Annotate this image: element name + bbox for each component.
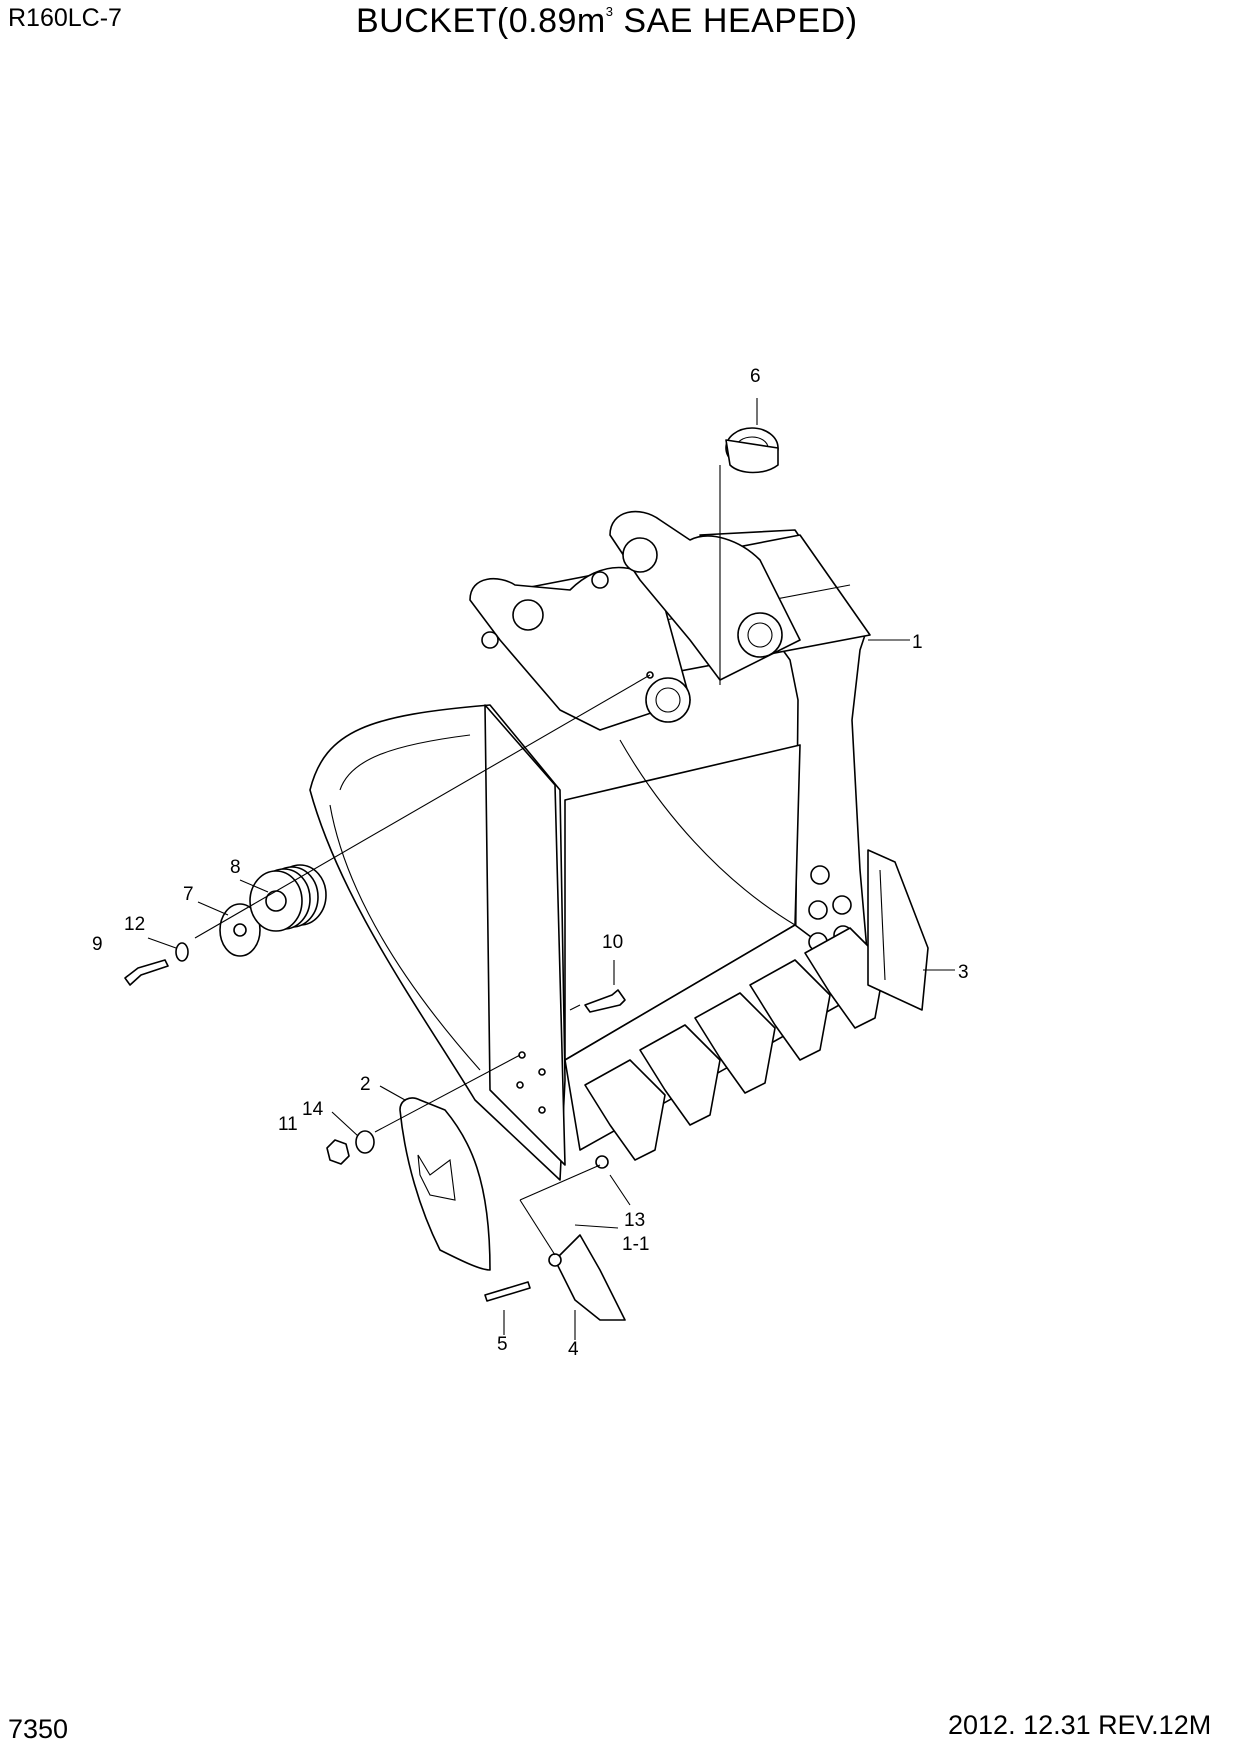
side-plate [399,1097,491,1271]
bushing-part [725,427,779,474]
bolt-10 [584,989,626,1013]
bucket-teeth [584,927,886,1161]
page-number: 7350 [8,1714,69,1744]
callout-11: 11 [278,1114,298,1135]
bucket-body [309,510,876,1181]
tooth-part [548,1234,626,1321]
callout-2: 2 [360,1074,371,1095]
washer-14 [355,1130,375,1154]
callout-labels: 1 1-1 2 3 4 5 6 7 8 9 10 11 12 13 14 [92,366,969,1360]
callout-10: 10 [602,932,623,953]
page-title: BUCKET(0.89m3 SAE HEAPED) [356,2,858,41]
callout-1: 1 [912,632,923,653]
callout-3: 3 [958,962,969,983]
callout-1-1: 1-1 [622,1234,649,1255]
callout-7: 7 [183,884,194,905]
washer-12 [175,942,189,962]
callout-5: 5 [497,1334,508,1355]
callout-leaders [147,398,955,1340]
callout-6: 6 [750,366,761,387]
bolt-9 [124,959,169,986]
title-main: BUCKET(0.89m [356,2,606,40]
shim-stack [249,864,327,932]
callout-9: 9 [92,934,103,955]
callout-13: 13 [624,1210,645,1231]
pin-part [484,1281,531,1302]
callout-12: 12 [124,914,145,935]
model-code: R160LC-7 [8,4,122,32]
nut-11 [326,1139,350,1165]
assembly-lines [194,465,721,1256]
side-cutter [867,849,929,1011]
flange-washer [219,903,261,957]
title-rest: SAE HEAPED) [613,2,858,40]
revision-date: 2012. 12.31 REV.12M [948,1710,1212,1740]
callout-4: 4 [568,1339,579,1360]
callout-14: 14 [302,1099,324,1120]
title-superscript: 3 [605,4,614,19]
callout-8: 8 [230,857,241,878]
